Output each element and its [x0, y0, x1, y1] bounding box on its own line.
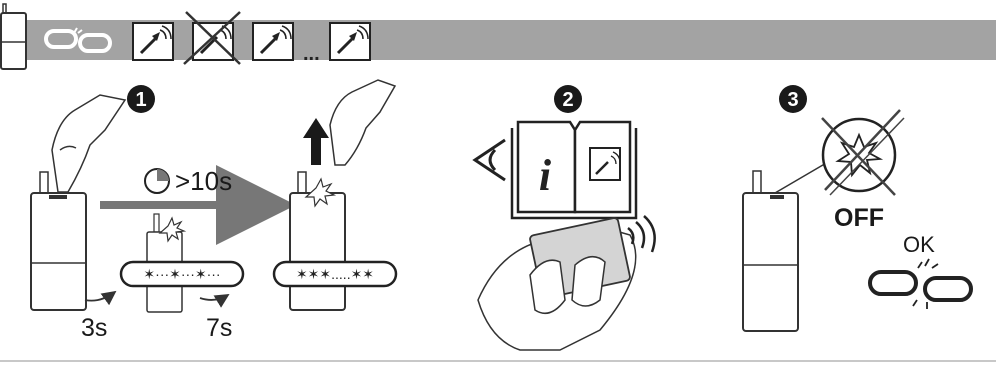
- release-up-arrow: [303, 118, 329, 165]
- hand-pressing-icon: [52, 95, 125, 192]
- receiver-device-icon-3: [330, 23, 370, 60]
- curve-arrow-1: [85, 292, 115, 301]
- ellipsis: ...: [303, 43, 320, 65]
- led-state-label: OFF: [834, 204, 884, 232]
- step-1: 1 >10s ✶···✶···✶···: [31, 80, 396, 342]
- step-1-number: 1: [135, 89, 146, 111]
- wait-duration-label: 7s: [206, 314, 232, 342]
- header-bar: ...: [0, 4, 996, 69]
- curve-arrow-2: [200, 295, 228, 300]
- manual-info-letter: i: [539, 151, 552, 200]
- step-2: 2 i: [475, 85, 655, 350]
- remote-released: [290, 172, 345, 310]
- step-3: 3 OFF OK: [743, 85, 971, 331]
- step-3-number: 3: [787, 89, 798, 111]
- receiver-device-icon-crossed: [184, 12, 240, 64]
- receiver-device-icon-1: [133, 23, 173, 60]
- hands-holding-device: [478, 217, 636, 350]
- link-connected-icon: [870, 259, 971, 309]
- timer-label: >10s: [175, 166, 232, 196]
- eye-icon: [475, 140, 505, 180]
- manual-book-icon: i: [512, 122, 636, 218]
- led-blink-pattern-slow: ✶···✶···✶···: [121, 262, 243, 286]
- step-2-number: 2: [562, 89, 573, 111]
- clock-icon: [145, 169, 169, 193]
- svg-text:✶✶✶.....✶✶: ✶✶✶.....✶✶: [296, 266, 374, 282]
- led-blink-pattern-fast: ✶✶✶.....✶✶: [274, 262, 396, 286]
- led-off-indicator: [822, 110, 904, 195]
- hold-duration-label: 3s: [81, 314, 107, 342]
- ok-label: OK: [903, 232, 935, 257]
- svg-text:✶···✶···✶···: ✶···✶···✶···: [143, 266, 220, 282]
- receiver-device-icon-2: [253, 23, 293, 60]
- hand-releasing-icon: [330, 80, 395, 165]
- remote-transmitter-icon: [1, 4, 26, 69]
- remote-final: [743, 162, 828, 331]
